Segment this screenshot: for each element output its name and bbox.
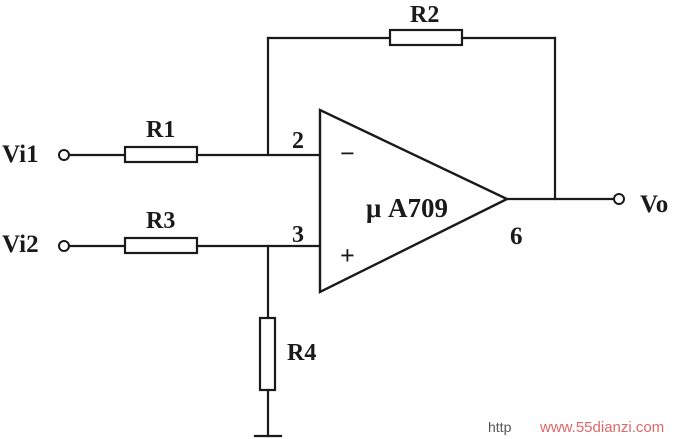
opamp-label: μ A709: [366, 193, 448, 223]
watermark-url: www.55dianzi.com: [539, 419, 664, 436]
r4-label: R4: [287, 340, 316, 366]
r1-label: R1: [146, 117, 175, 143]
vo-label: Vo: [640, 191, 668, 218]
r1-resistor: [123, 145, 199, 164]
vo-terminal: [613, 193, 625, 205]
vi2-label: Vi2: [2, 231, 39, 258]
pin-2-label: 2: [292, 128, 304, 154]
vi1-terminal: [58, 149, 70, 161]
r3-label: R3: [146, 208, 175, 234]
pin-6-label: 6: [510, 223, 523, 250]
minus-sign: −: [340, 139, 355, 168]
pin-3-label: 3: [292, 222, 304, 248]
r2-label: R2: [410, 2, 439, 28]
plus-sign: +: [340, 241, 355, 270]
r4-resistor: [258, 316, 277, 392]
vi1-label: Vi1: [2, 141, 39, 168]
watermark-prefix: http: [488, 419, 512, 435]
r2-resistor: [388, 28, 464, 47]
vi2-terminal: [58, 240, 70, 252]
opamp-triangle: [318, 108, 510, 294]
r3-resistor: [123, 236, 199, 255]
